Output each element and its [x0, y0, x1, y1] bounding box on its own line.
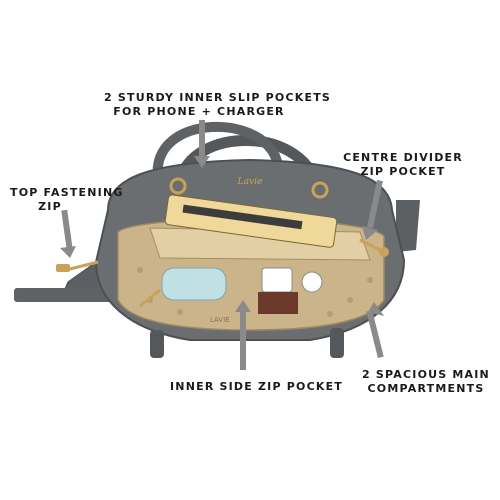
callout-main-compartments-line1: 2 SPACIOUS MAIN — [362, 368, 490, 381]
callout-inner-slip-line2: FOR PHONE + CHARGER — [113, 105, 285, 118]
divider-zip-pull — [359, 238, 381, 252]
brand-logo-lining: LAVIE — [210, 316, 230, 324]
arrow-top-zip-head — [60, 246, 76, 258]
arrow-side-pocket-head — [235, 300, 251, 312]
callout-inner-slip-pockets: 2 STURDY INNER SLIP POCKETS FOR PHONE + … — [104, 91, 332, 119]
arrow-main-compartments — [366, 309, 384, 359]
callout-top-fastening-line2: ZIP — [38, 200, 62, 213]
callout-inner-slip-line1: 2 STURDY INNER SLIP POCKETS — [104, 91, 332, 104]
arrow-centre-divider — [367, 179, 383, 229]
arrow-side-pocket — [240, 310, 246, 370]
top-zip-tab — [56, 264, 70, 272]
charger-cable — [182, 204, 303, 230]
callout-main-compartments-line2: COMPARTMENTS — [367, 382, 485, 395]
handle-ring-right — [311, 181, 329, 199]
top-zip-pull — [65, 260, 99, 272]
callout-centre-divider: CENTRE DIVIDER ZIP POCKET — [338, 151, 468, 179]
arrow-centre-divider-head — [362, 226, 378, 240]
card-case — [161, 267, 227, 301]
lining-pattern — [137, 267, 373, 317]
bag-foot-right — [330, 328, 344, 358]
callout-main-compartments: 2 SPACIOUS MAIN COMPARTMENTS — [356, 368, 496, 396]
side-strap — [396, 200, 420, 252]
divider-zip-ring — [379, 247, 389, 257]
round-item — [301, 271, 323, 293]
wallet — [258, 292, 298, 314]
side-zip-pull — [139, 288, 161, 308]
callout-inner-side-zip: INNER SIDE ZIP POCKET — [170, 380, 343, 394]
callout-centre-divider-line1: CENTRE DIVIDER — [343, 151, 463, 164]
arrow-slip-pocket-head — [194, 156, 210, 168]
arrow-main-compartments-head — [368, 302, 384, 316]
callout-top-fastening-line1: TOP FASTENING — [10, 186, 124, 199]
callout-arrows — [60, 120, 384, 370]
arrow-top-zip — [61, 209, 73, 251]
callout-top-fastening-zip: TOP FASTENING ZIP — [10, 186, 124, 214]
bag-handle-front — [152, 122, 283, 183]
callout-inner-side-line1: INNER SIDE ZIP POCKET — [170, 380, 343, 393]
handle-ring-left — [169, 177, 187, 195]
cosmetic-item — [261, 267, 293, 293]
arrow-slip-pocket — [199, 120, 205, 158]
callout-centre-divider-line2: ZIP POCKET — [360, 165, 446, 178]
brand-logo-front: Lavie — [237, 177, 263, 187]
strap-end — [14, 288, 114, 302]
bag-foot-left — [150, 330, 164, 358]
